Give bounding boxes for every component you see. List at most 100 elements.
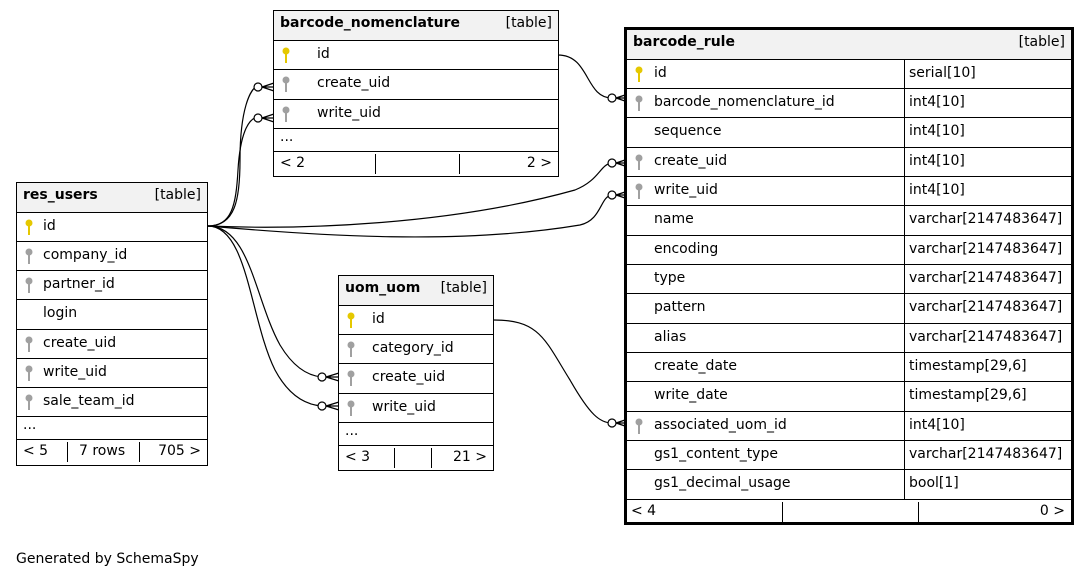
column-row[interactable]: name varchar[2147483647] [627, 205, 1071, 236]
relationship-line [493, 319, 613, 424]
primary-key-icon [23, 218, 35, 236]
optional-marker [253, 82, 263, 92]
column-row[interactable]: partner_id [17, 271, 207, 300]
column-row[interactable]: write_uid [274, 100, 558, 129]
column-row[interactable]: write_uid [339, 394, 493, 423]
column-row[interactable]: create_uid [274, 70, 558, 100]
column-name: sequence [654, 123, 722, 139]
ellipsis-text: ... [23, 417, 37, 433]
column-name: name [654, 211, 694, 227]
table-header[interactable]: barcode_nomenclature [table] [274, 11, 558, 41]
table-name: res_users [23, 187, 98, 203]
table-name: barcode_nomenclature [280, 15, 461, 31]
parents-count[interactable]: < 2 [280, 155, 306, 171]
ellipsis-text: ... [280, 129, 294, 145]
column-row[interactable]: barcode_nomenclature_id int4[10] [627, 88, 1071, 118]
column-name: barcode_nomenclature_id [654, 94, 835, 110]
column-row[interactable]: sale_team_id [17, 388, 207, 417]
foreign-key-icon [633, 94, 645, 112]
relationship-line [207, 116, 259, 227]
footer-divider [394, 448, 395, 468]
column-row[interactable]: create_uid [17, 330, 207, 359]
parents-count[interactable]: < 4 [631, 503, 657, 519]
column-row[interactable]: category_id [339, 335, 493, 364]
column-divider [904, 88, 905, 118]
column-divider [904, 381, 905, 412]
table-uom-uom[interactable]: uom_uom [table] id category_id create_ui… [338, 275, 494, 471]
foreign-key-icon [633, 153, 645, 171]
column-name: create_uid [654, 153, 728, 169]
column-row[interactable]: id [274, 41, 558, 70]
foreign-key-icon [280, 105, 292, 123]
column-row[interactable]: create_uid [339, 364, 493, 394]
foreign-key-icon [23, 276, 35, 294]
column-row[interactable]: create_uid int4[10] [627, 147, 1071, 177]
foreign-key-icon [23, 393, 35, 411]
foreign-key-icon [23, 335, 35, 353]
children-count[interactable]: 2 > [526, 155, 552, 171]
primary-key-icon [345, 311, 357, 329]
more-columns: ... [339, 423, 493, 446]
column-name: create_date [654, 358, 738, 374]
optional-marker [317, 372, 327, 382]
column-name: gs1_decimal_usage [654, 475, 791, 491]
column-row[interactable]: login [17, 300, 207, 330]
footer-divider [459, 154, 460, 174]
column-row[interactable]: id [17, 213, 207, 242]
column-type: int4[10] [909, 94, 965, 110]
column-name: id [372, 311, 385, 327]
column-name: write_uid [43, 364, 107, 380]
column-name: login [43, 305, 78, 321]
parents-count[interactable]: < 3 [345, 449, 371, 465]
table-name: uom_uom [345, 280, 421, 296]
table-type: [table] [154, 187, 201, 203]
optional-marker [317, 401, 327, 411]
column-type: timestamp[29,6] [909, 387, 1027, 403]
column-row[interactable]: write_uid [17, 359, 207, 388]
table-header[interactable]: uom_uom [table] [339, 276, 493, 306]
column-name: create_uid [372, 369, 446, 385]
table-header[interactable]: barcode_rule [table] [627, 30, 1071, 60]
children-count[interactable]: 21 > [453, 449, 487, 465]
parents-count[interactable]: < 5 [23, 443, 49, 459]
foreign-key-icon [23, 247, 35, 265]
column-row[interactable]: id [339, 306, 493, 335]
column-type: varchar[2147483647] [909, 446, 1063, 462]
column-row[interactable]: company_id [17, 242, 207, 271]
relationship-line [557, 54, 613, 99]
column-divider [904, 323, 905, 353]
column-type: varchar[2147483647] [909, 211, 1063, 227]
foreign-key-icon [633, 417, 645, 435]
table-res-users[interactable]: res_users [table] id company_id partner_… [16, 182, 208, 466]
column-name: encoding [654, 241, 719, 257]
children-count[interactable]: 705 > [158, 443, 201, 459]
column-type: int4[10] [909, 153, 965, 169]
primary-key-icon [633, 65, 645, 83]
relationship-line [207, 194, 613, 238]
children-count[interactable]: 0 > [1039, 503, 1065, 519]
column-divider [904, 469, 905, 500]
relationship-line [207, 225, 323, 378]
column-type: int4[10] [909, 182, 965, 198]
footer-divider [918, 502, 919, 522]
table-header[interactable]: res_users [table] [17, 183, 207, 213]
column-type: varchar[2147483647] [909, 329, 1063, 345]
foreign-key-icon [23, 364, 35, 382]
footer-divider [67, 442, 68, 462]
table-barcode-nomenclature[interactable]: barcode_nomenclature [table] id create_u… [273, 10, 559, 177]
column-name: sale_team_id [43, 393, 135, 409]
